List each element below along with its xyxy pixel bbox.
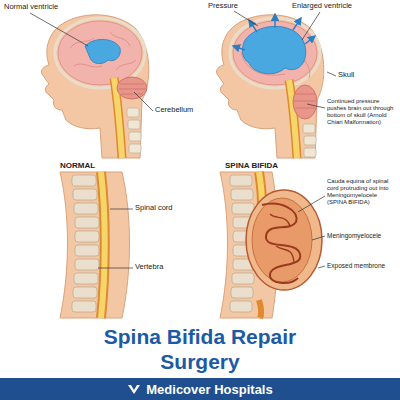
part-label: Vertebra [135,263,195,272]
spina-bifida-spine [220,172,322,318]
part-label: Cerebellum [155,106,203,115]
brand-name: Medicover Hospitals [146,382,272,397]
part-label: Normal ventricle [4,3,84,12]
part-label: Exposed membrone [327,262,399,269]
part-label: Skull [338,71,378,80]
normal-spine [60,172,130,318]
title: Spina Bifida Repair Surgery [80,324,320,374]
hydrocephalus-head [216,14,323,158]
part-label: Spinal cord [135,204,195,213]
leader-lines [30,11,336,268]
note-label: Cauda equina of spinal cord protruding o… [327,178,397,206]
part-label: Enlarged ventricle [292,2,396,11]
section-label: SPINA BIFIDA [225,161,315,170]
note-label: Continued pressure pushes brain out thro… [327,98,397,126]
footer-band: Medicover Hospitals [0,378,400,400]
normal-head [41,15,148,158]
logo-icon [127,383,141,395]
part-label: Meningomyelocele [327,232,399,239]
section-label: NORMAL [60,161,140,170]
part-label: Pressure [208,2,248,11]
